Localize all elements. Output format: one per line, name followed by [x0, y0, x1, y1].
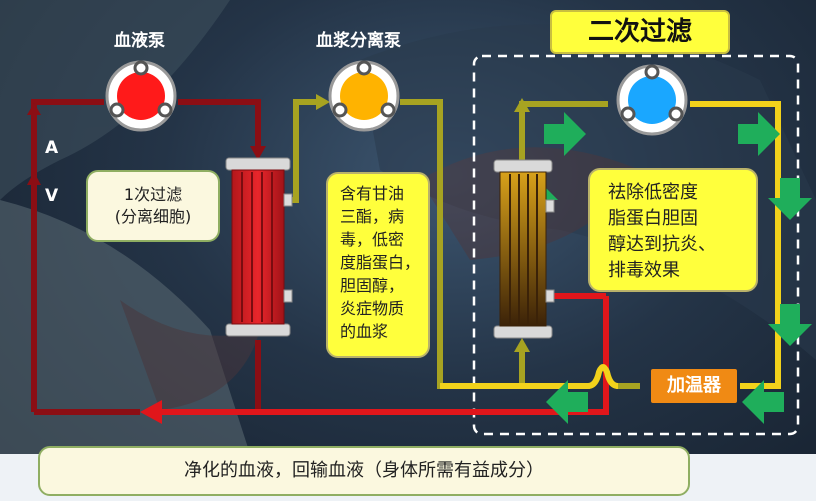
plasma-arrow-right — [316, 94, 330, 110]
return-line — [160, 296, 609, 415]
blood-pump-label: 血液泵 — [114, 31, 165, 51]
second-pump — [616, 64, 688, 136]
vein-label: V — [45, 186, 59, 206]
return-blood-box: 净化的血液，回输血液（身体所需有益成分） — [38, 446, 690, 496]
first-filter — [225, 157, 293, 337]
second-filtration-zone — [472, 54, 800, 436]
effect-box: 祛除低密度 脂蛋白胆固 醇达到抗炎、 排毒效果 — [588, 168, 758, 292]
blood-arrow-down — [250, 146, 266, 160]
blood-pump — [105, 60, 177, 132]
plasma-pump — [328, 60, 400, 132]
second-filtration-title: 二次过滤 — [550, 10, 730, 54]
footer-band: 净化的血液，回输血液（身体所需有益成分） — [0, 446, 816, 501]
artery-label: A — [45, 138, 59, 158]
plasma-content-box: 含有甘油 三酯，病 毒，低密 度脂蛋白， 胆固醇， 炎症物质 的血浆 — [326, 172, 430, 358]
plasma-arrow-up — [514, 338, 530, 352]
return-arrowhead — [140, 400, 162, 424]
plasma-arrow-into-filter — [514, 98, 530, 112]
first-filtration-box: 1次过滤 (分离细胞) — [86, 170, 220, 242]
plasma-pump-label: 血浆分离泵 — [316, 31, 401, 51]
heater: 加温器 — [651, 369, 737, 403]
artery-arrow — [27, 103, 41, 115]
second-filter — [493, 159, 555, 339]
heater-bump — [587, 364, 619, 389]
vein-arrow-up — [27, 172, 41, 185]
blood-line — [31, 99, 261, 412]
